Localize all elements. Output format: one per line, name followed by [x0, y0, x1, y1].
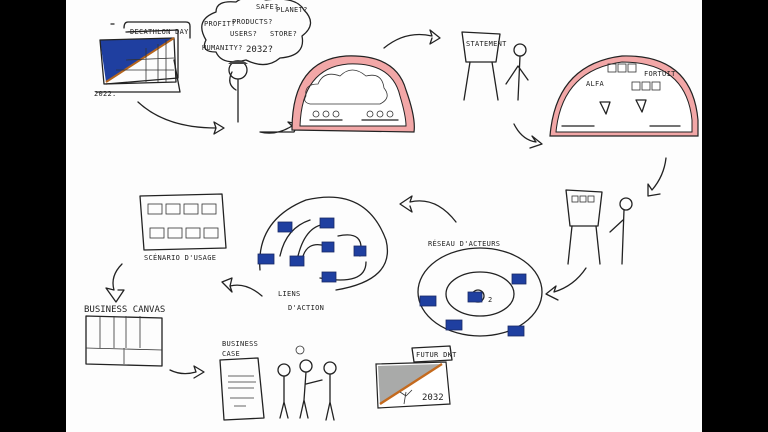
dome-alfa-fortuit: ALFA FORTUIT — [549, 55, 699, 137]
cloud-word: PROFIT? — [204, 20, 236, 28]
arrow-3 — [383, 29, 441, 49]
reseau-label: RÉSEAU D'ACTEURS — [428, 239, 500, 248]
cloud-word: 2032? — [246, 45, 273, 55]
arrow-9 — [105, 263, 125, 303]
futur-year: 2032 — [422, 393, 444, 403]
arrow-8 — [221, 277, 263, 297]
cloud-word: STORE? — [270, 30, 297, 38]
sketchnote-drawing: DECATHLON DAY 2022. SAFE? PLANET? PROFIT… — [84, 0, 699, 421]
fortuit-label: FORTUIT — [644, 70, 676, 78]
cloud-word: PLANET? — [276, 6, 308, 14]
thinking-person — [228, 60, 248, 123]
arrow-6 — [545, 267, 587, 301]
year-label: 2022. — [94, 90, 117, 98]
reseau-d-acteurs: 2 RÉSEAU D'ACTEURS — [417, 239, 543, 337]
dome-workshop — [291, 55, 415, 133]
arrow-1 — [137, 101, 225, 135]
decathlon-day-label: DECATHLON DAY — [130, 28, 189, 36]
presenter-with-board — [565, 189, 633, 265]
arrow-4 — [513, 123, 543, 149]
business-canvas: BUSINESS CANVAS — [84, 305, 165, 367]
cloud-word: USERS? — [230, 30, 257, 38]
arrow-5 — [647, 157, 667, 197]
arrow-10 — [169, 365, 205, 379]
reseau-center-label: 2 — [488, 296, 493, 304]
scenario-d-usage: SCÉNARIO D'USAGE — [139, 193, 227, 262]
alfa-label: ALFA — [586, 80, 605, 88]
business-case-line1: BUSINESS — [222, 340, 258, 348]
cloud-word: PRODUCTS? — [232, 18, 273, 26]
decathlon-day-screen: DECATHLON DAY 2022. — [94, 21, 191, 98]
futur-label: FUTUR DKT — [416, 351, 457, 359]
liens-d-action-network: LIENS D'ACTION — [257, 196, 388, 312]
thought-cloud: SAFE? PLANET? PROFIT? PRODUCTS? USERS? S… — [201, 0, 312, 66]
cloud-word: SAFE? — [256, 3, 279, 11]
arrow-7 — [399, 195, 457, 223]
canvas-label: BUSINESS CANVAS — [84, 305, 165, 315]
sketchnote-canvas: DECATHLON DAY 2022. SAFE? PLANET? PROFIT… — [66, 0, 702, 432]
statement-board: STATEMENT — [461, 31, 529, 101]
cloud-word: HUMANITY? — [202, 44, 243, 52]
liens-label-line2: D'ACTION — [288, 304, 324, 312]
business-case: BUSINESS CASE — [219, 340, 337, 421]
business-case-line2: CASE — [222, 350, 240, 358]
liens-label-line1: LIENS — [278, 290, 301, 298]
scenario-label: SCÉNARIO D'USAGE — [144, 253, 216, 262]
futur-dkt: FUTUR DKT 2032 — [375, 345, 457, 409]
statement-label: STATEMENT — [466, 40, 507, 48]
